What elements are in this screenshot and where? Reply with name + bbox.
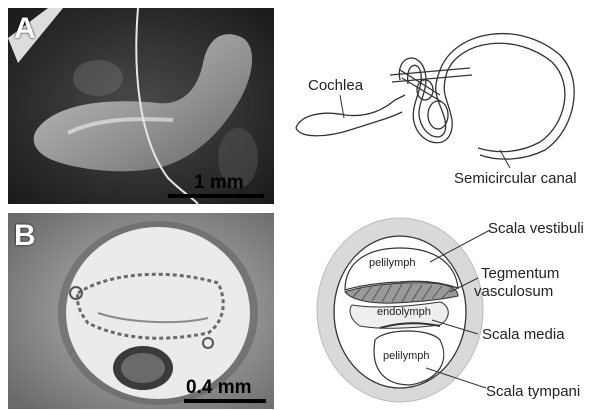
semicircular-canal-outline <box>399 34 574 160</box>
label-perilymph-bottom: pelilymph <box>383 350 429 362</box>
label-semicircular-canal: Semicircular canal <box>454 170 577 187</box>
label-vasculosum: vasculosum <box>474 283 553 300</box>
label-scala-media: Scala media <box>482 326 565 343</box>
label-scala-vestibuli: Scala vestibuli <box>488 220 584 237</box>
label-endolymph: endolymph <box>377 306 431 318</box>
label-scala-tympani: Scala tympani <box>486 383 580 400</box>
cochlea-outline <box>296 95 405 128</box>
label-cochlea: Cochlea <box>308 77 363 94</box>
label-perilymph-top: pelilymph <box>369 257 415 269</box>
label-tegmentum: Tegmentum <box>481 265 559 282</box>
